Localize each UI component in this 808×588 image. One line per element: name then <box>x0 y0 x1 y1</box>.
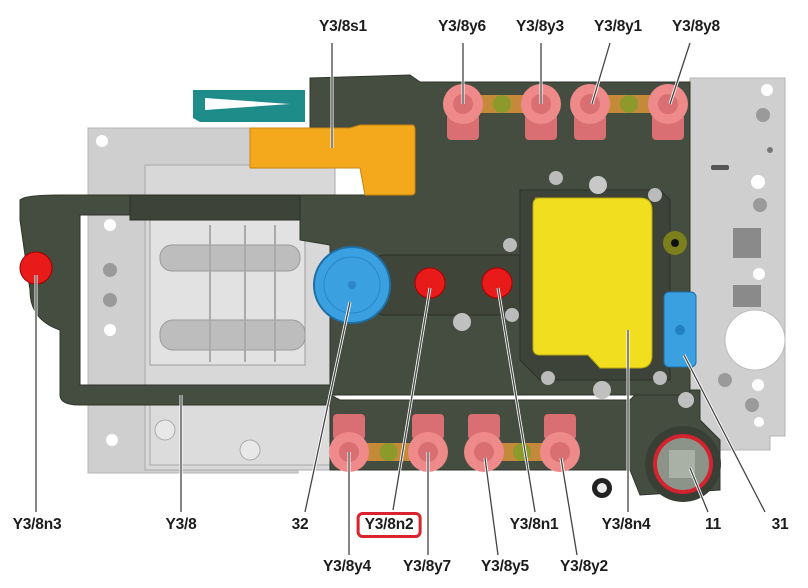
callout-y3-8n1: Y3/8n1 <box>509 516 559 533</box>
callout-y3-8n4: Y3/8n4 <box>601 516 651 533</box>
component-31 <box>663 291 697 368</box>
callout-y3-8y1: Y3/8y1 <box>594 18 642 35</box>
callout-y3-8y2: Y3/8y2 <box>560 558 608 575</box>
speed-sensors <box>19 251 513 299</box>
callout-y3-8n2: Y3/8n2 <box>356 512 422 538</box>
callout-y3-8y8: Y3/8y8 <box>672 18 720 35</box>
pressure-damper-32 <box>313 246 391 324</box>
callout-11: 11 <box>705 516 721 533</box>
callout-y3-8y3: Y3/8y3 <box>516 18 564 35</box>
control-module-y3-8n4 <box>532 197 653 369</box>
selector-switch-y3-8s1 <box>249 124 416 196</box>
callout-y3-8y7: Y3/8y7 <box>403 558 451 575</box>
solenoid-valves <box>329 84 688 472</box>
callout-y3-8: Y3/8 <box>165 516 197 533</box>
callout-y3-8y4: Y3/8y4 <box>323 558 371 575</box>
leader-lines <box>34 42 767 556</box>
callout-32: 32 <box>291 516 309 533</box>
callout-y3-8n3: Y3/8n3 <box>12 516 62 533</box>
callout-y3-8s1: Y3/8s1 <box>319 18 367 35</box>
right-separator-plate <box>689 77 786 451</box>
callout-y3-8y6: Y3/8y6 <box>438 18 486 35</box>
electrical-connector-11 <box>645 426 721 502</box>
parking-lock-lever <box>193 90 305 122</box>
callout-y3-8y5: Y3/8y5 <box>481 558 529 575</box>
callout-31: 31 <box>771 516 789 533</box>
solenoid-bridges <box>349 95 668 461</box>
